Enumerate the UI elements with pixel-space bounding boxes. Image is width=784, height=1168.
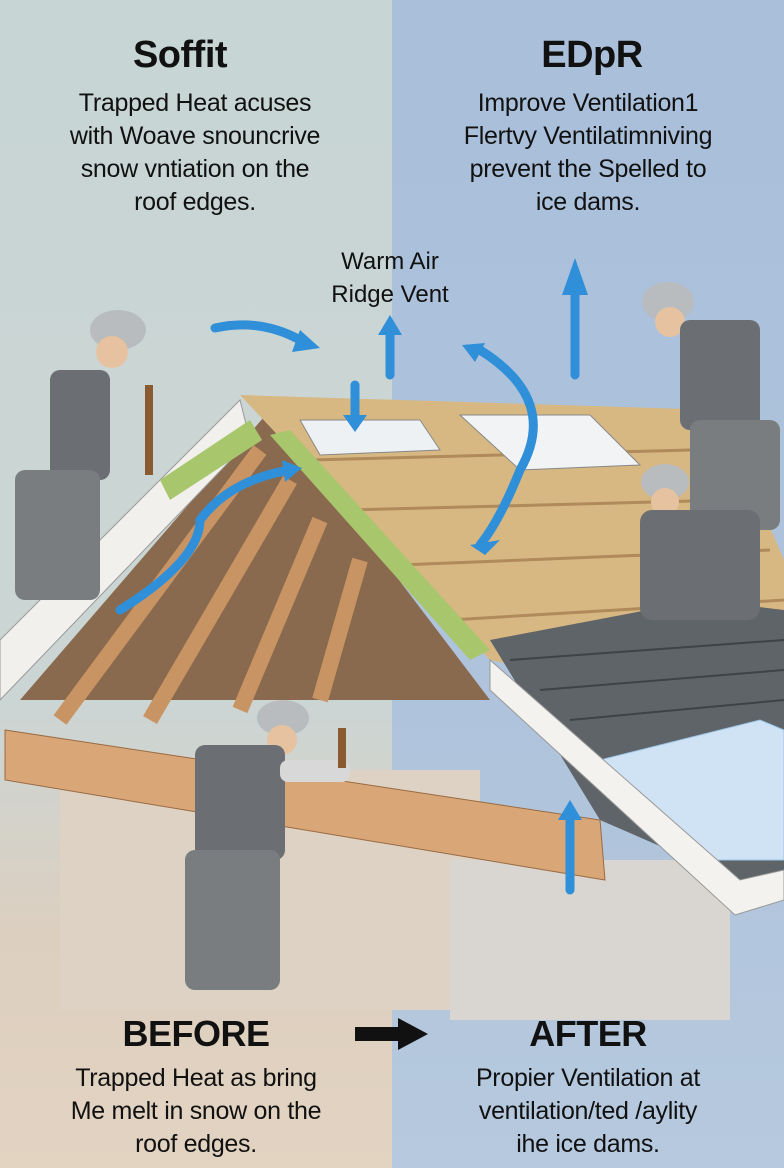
after-title: AFTER [529, 1013, 647, 1054]
text-line: roof edges. [135, 1130, 257, 1158]
ceiling-beam [4, 729, 606, 881]
text-line: Improve Ventilation1 [477, 89, 699, 117]
text-line: Ridge Vent [331, 281, 449, 308]
text-line: Me melt in snow on the [70, 1097, 322, 1125]
worker-bottom [185, 700, 350, 990]
right-fascia [489, 658, 784, 916]
text-line: prevent the Spelled to [469, 155, 707, 183]
ridge-vent-right [458, 414, 642, 471]
worker-middle-right [640, 464, 760, 620]
text-line: Warm Air [341, 248, 439, 275]
text-line: snow vntiation on the [80, 155, 310, 183]
text-line: with Woave snouncrive [69, 122, 321, 150]
text-line: Trapped Heat acuses [78, 89, 312, 117]
top-right-title: EDpR [541, 34, 643, 76]
before-title: BEFORE [122, 1013, 270, 1054]
text-line: ihe ice dams. [516, 1130, 660, 1158]
top-right-text: Improve Ventilation1 Flertvy Ventilatimn… [392, 87, 784, 219]
top-left-title: Soffit [132, 34, 228, 76]
text-line: ice dams. [535, 188, 641, 216]
text-line: roof edges. [134, 188, 256, 216]
shingle-rows [509, 639, 784, 721]
text-line: Trapped Heat as bring [75, 1064, 317, 1092]
text-line: Flertvy Ventilatimniving [463, 122, 713, 150]
ridge-vent-left [299, 419, 441, 456]
worker-left [15, 310, 153, 600]
insulation-left [160, 420, 262, 500]
worker-top-right [642, 282, 780, 530]
warm-air-ridge-vent-label: Warm Air Ridge Vent [290, 245, 490, 311]
text-line: ventilation/ted /aylity [478, 1097, 698, 1125]
after-text: Propier Ventilation at ventilation/ted /… [392, 1062, 784, 1161]
airflow-arrows [115, 285, 580, 895]
insulation [270, 430, 490, 660]
text-line: Propier Ventilation at [475, 1064, 701, 1092]
before-after-arrow-icon [355, 1018, 428, 1050]
arrow-heads [282, 258, 588, 820]
top-left-text: Trapped Heat acuses with Woave snouncriv… [0, 87, 390, 219]
before-text: Trapped Heat as bring Me melt in snow on… [0, 1062, 392, 1161]
house-wall-right [450, 860, 730, 1020]
